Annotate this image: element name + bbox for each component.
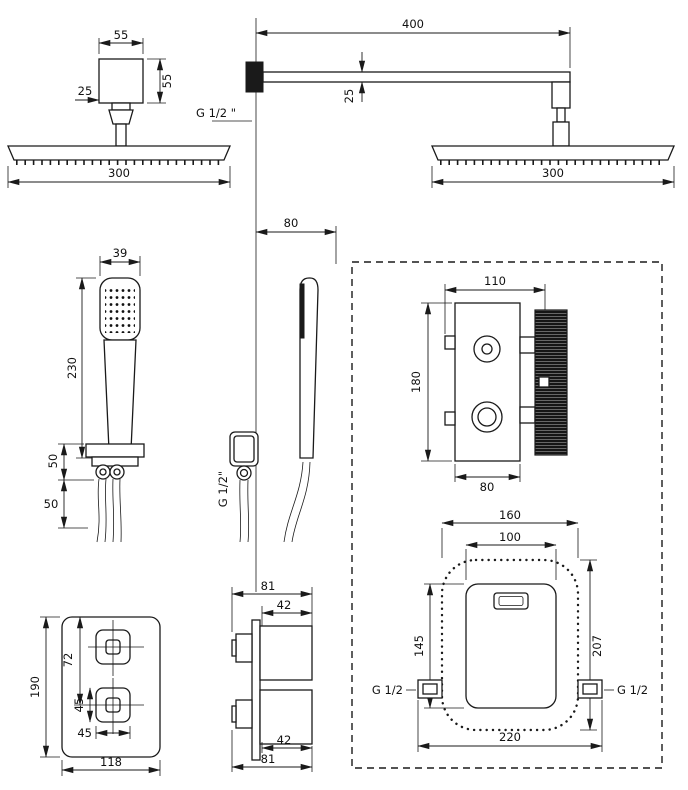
joint-upper: [111, 102, 131, 111]
dim-label-mount-height: 55: [160, 74, 174, 89]
connector-left-inner: [422, 683, 438, 695]
arm-connector: [556, 107, 566, 123]
spray-face-dots: [105, 285, 135, 333]
mixer-connector-lower: [519, 406, 536, 424]
hose-line: [96, 478, 100, 543]
dim-label-trim-width: 118: [100, 755, 122, 769]
hose-line: [119, 478, 122, 543]
hose-line: [291, 461, 311, 543]
valve-body-lower: [259, 689, 313, 745]
dim-label-trim-height: 190: [28, 676, 42, 698]
trim-plate-front: [61, 616, 161, 758]
hose-line: [283, 461, 304, 543]
dim-label-mixer-depth: 80: [480, 480, 495, 494]
mixer-body: [454, 302, 521, 462]
wall-outlet-inner: [233, 435, 255, 463]
dim-label-side-depth-inner-top: 42: [277, 598, 292, 612]
hose-line: [112, 478, 115, 543]
dim-label-mixer-width: 110: [484, 274, 506, 288]
thread-label-plate-right: G 1/2: [617, 683, 648, 697]
holder-bracket: [85, 443, 145, 458]
dim-label-arm-length: 400: [402, 17, 424, 31]
shower-head-profile-left: [7, 145, 231, 161]
hose-nut-left: [95, 464, 111, 480]
dim-label-mixer-height: 180: [409, 371, 423, 393]
dim-label-handshower-width: 39: [113, 246, 128, 260]
joint-cone: [108, 109, 134, 125]
temp-control: [473, 335, 501, 363]
hose-line: [239, 479, 242, 543]
dim-label-arm-profile: 25: [342, 89, 356, 104]
knob-side-upper: [235, 633, 253, 663]
dim-label-trim-upper-offset: 72: [61, 653, 75, 668]
connector-right: [577, 679, 603, 699]
dim-label-wall-offset: 80: [284, 216, 299, 230]
knob-lip-upper: [231, 639, 237, 657]
dim-label-plate-outer-height: 207: [590, 635, 604, 657]
view-overhead-shower-side: 55 55 25 300: [7, 28, 231, 188]
view-handshower-side: G 1/2": [216, 277, 319, 543]
mixer-connector-upper: [519, 336, 536, 354]
view-trim-plate: 160 100 145 207 G 1/2 G 1/2 220: [372, 508, 648, 752]
dim-label-plate-inner-width: 100: [499, 530, 521, 544]
joint-stem: [115, 123, 127, 147]
connector-right-inner: [582, 683, 598, 695]
hose-nut-right: [109, 464, 125, 480]
dim-label-plate-outer-width: 160: [499, 508, 521, 522]
dim-label-head-width-right: 300: [542, 166, 564, 180]
knob-side-lower: [235, 699, 253, 729]
thread-label-outlet: G 1/2": [216, 471, 230, 507]
view-trim-side: 81 42 42 81: [231, 579, 313, 772]
outlet-nut: [236, 465, 252, 481]
wall-flange: [245, 61, 264, 93]
plate-body: [465, 583, 557, 709]
display-window: [493, 592, 529, 610]
dim-label-side-depth-outer-bottom: 81: [261, 752, 276, 766]
valve-body-upper: [259, 625, 313, 681]
dim-label-handshower-height: 230: [65, 357, 79, 379]
view-handshower-front: 39 230 50 50: [44, 246, 145, 543]
mixer-tab-upper: [444, 335, 456, 350]
dim-label-mount-width: 55: [114, 28, 129, 42]
display-inner: [498, 596, 524, 606]
dim-label-head-width-left: 300: [108, 166, 130, 180]
dim-label-hose-drop: 50: [44, 497, 59, 511]
volume-control: [471, 401, 503, 433]
handshower-handle: [103, 339, 137, 459]
dim-label-knob-width: 45: [77, 726, 92, 740]
hose-line: [247, 479, 250, 543]
dim-label-mount-offset: 25: [78, 84, 93, 98]
knob-lip-lower: [231, 705, 237, 723]
view-overhead-shower-arm: 400 25 G 1/2 " 300: [196, 17, 675, 188]
dim-wall-offset: 80: [255, 216, 337, 264]
thread-label-plate-left: G 1/2: [372, 683, 403, 697]
view-mixer-valve: 110 180 80: [409, 274, 568, 494]
dim-label-side-depth-inner-bottom: 42: [277, 733, 292, 747]
dim-label-side-depth-outer-top: 81: [261, 579, 276, 593]
shower-arm: [262, 71, 571, 83]
mixer-tab-lower: [444, 411, 456, 426]
shower-head-profile-right: [431, 145, 675, 161]
thread-label-arm: G 1/2 ": [196, 106, 236, 120]
connector-left: [417, 679, 443, 699]
spray-face-edge: [299, 283, 305, 339]
dim-label-plate-total-width: 220: [499, 730, 521, 744]
dim-label-plate-inner-height: 145: [412, 635, 426, 657]
head-nut: [552, 121, 570, 147]
arm-elbow: [551, 81, 571, 109]
rough-in-notch: [538, 376, 550, 388]
trim-plate-edge: [251, 619, 261, 761]
view-trim-front: 190 72 45 45 118: [28, 616, 161, 776]
dim-label-holder-height: 50: [46, 454, 60, 469]
ceiling-mount-body: [98, 58, 144, 104]
dim-label-knob-height: 45: [72, 698, 86, 713]
hose-line: [104, 478, 107, 543]
